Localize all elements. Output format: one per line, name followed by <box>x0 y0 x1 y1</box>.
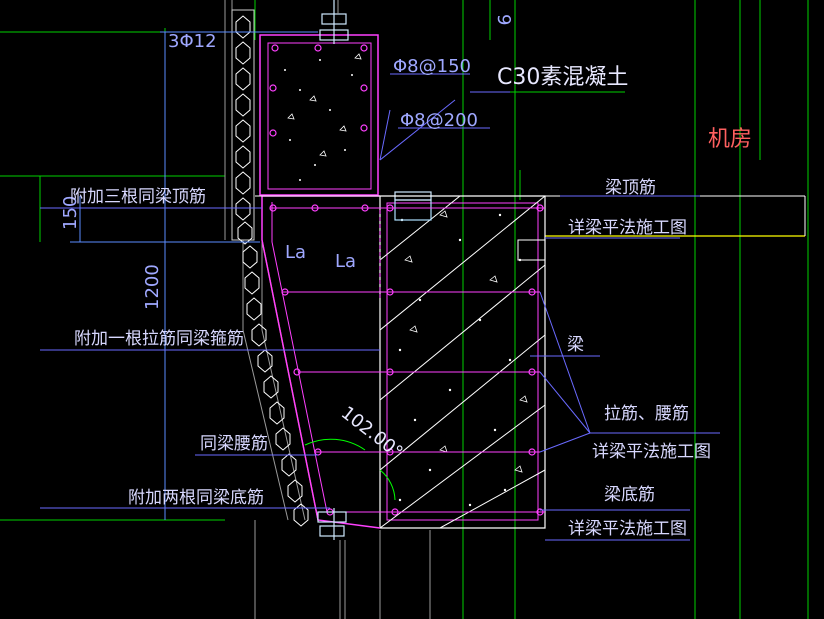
embed-length-1: La <box>285 242 306 263</box>
note-beam-top-ref: 详梁平法施工图 <box>568 218 687 238</box>
dim-150: 150 <box>60 196 81 230</box>
note-tie-waist-bar: 拉筋、腰筋 <box>604 404 689 424</box>
note-beam-bottom-ref: 详梁平法施工图 <box>568 519 687 539</box>
note-beam-bottom-bar: 梁底筋 <box>604 485 655 505</box>
stirrup-200-spec: Φ8@200 <box>400 110 478 131</box>
room-label: 机房 <box>708 127 752 152</box>
dimension-lines <box>70 31 318 520</box>
leader-lines <box>40 73 720 541</box>
note-beam: 梁 <box>567 335 584 355</box>
angle-arc-lower <box>379 469 396 501</box>
angle-arc <box>304 438 366 451</box>
note-tie-waist-ref: 详梁平法施工图 <box>592 442 711 462</box>
window-mullion-lines <box>337 0 346 619</box>
note-top-bars: 附加三根同梁顶筋 <box>70 187 206 207</box>
tick-number: 9 <box>493 14 514 25</box>
note-beam-top-bar: 梁顶筋 <box>605 178 656 198</box>
plain-concrete-curb <box>259 34 379 196</box>
insulation-hatch <box>231 9 309 527</box>
sloped-infill <box>261 195 545 529</box>
stirrup-150-spec: Φ8@150 <box>393 56 471 77</box>
top-bars-spec: 3Φ12 <box>168 31 217 52</box>
note-waist-bar: 同梁腰筋 <box>200 434 268 454</box>
note-bottom-bars: 附加两根同梁底筋 <box>128 488 264 508</box>
dim-1200: 1200 <box>142 264 163 310</box>
concrete-title: C30素混凝土 <box>497 65 628 90</box>
note-tie-bar: 附加一根拉筋同梁箍筋 <box>74 329 244 349</box>
embed-length-2: La <box>335 251 356 272</box>
angle-dim: 102.00° <box>337 402 407 463</box>
